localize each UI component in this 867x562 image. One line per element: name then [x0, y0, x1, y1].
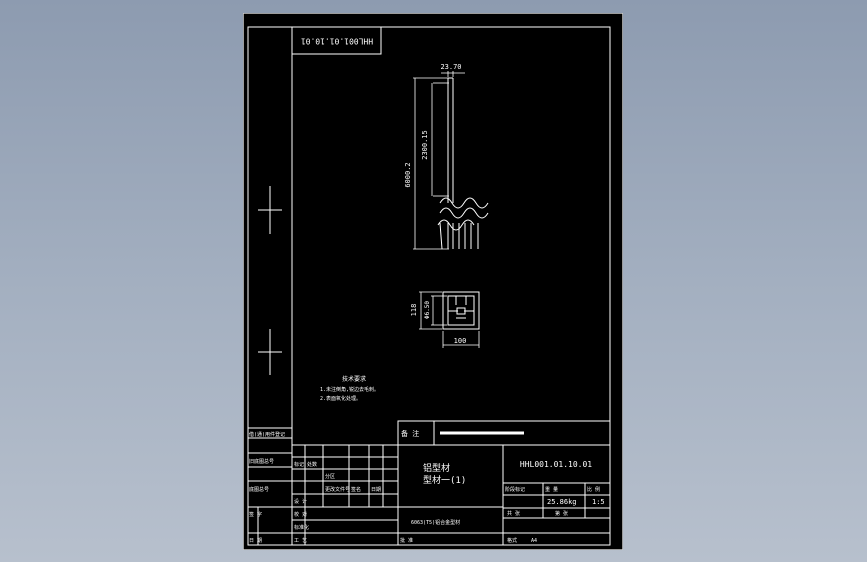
dimension-lines-long [413, 71, 465, 250]
rotated-part-code: HHL001.01.10.01 [301, 37, 373, 46]
approve-label: 批 准 [400, 537, 413, 544]
tech-note-1: 1.未注倒角,锐边去毛刺。 [320, 386, 379, 393]
stage-label: 阶段标记 [505, 486, 525, 493]
division-label: 分区 [325, 473, 335, 480]
sheet-inner-frame [247, 26, 611, 546]
part-name-line1: 铝型材 [423, 462, 450, 474]
code-box [291, 26, 382, 55]
count-label: 处数 [307, 461, 317, 468]
material: 6063(T5)铝合金型材 [411, 519, 460, 526]
scale-label: 比 例 [587, 486, 600, 493]
change-doc-label: 更改文件号 [325, 486, 350, 493]
registration-cross-bottom [258, 329, 282, 375]
side-box-1: 借(通)用件登记 [249, 431, 285, 438]
mark-label: 标记 [294, 461, 304, 468]
std-label: 标准化 [294, 524, 309, 531]
check-label: 校 对 [294, 511, 307, 518]
tech-note-2: 2.表面氧化处理。 [320, 395, 361, 402]
format-label: 格式 [507, 537, 517, 544]
dim-profile-width: 23.70 [440, 63, 461, 71]
part-name-line2: 型材一(1) [423, 474, 466, 486]
sheet-no: 第 张 [555, 510, 568, 517]
registration-cross-top [258, 186, 282, 234]
format-value: A4 [531, 538, 537, 544]
process-label: 工 艺 [294, 538, 307, 544]
mass-value: 25.86kg [547, 498, 577, 506]
sheet-outer-border [243, 13, 623, 550]
side-box-3: 底图总号 [249, 486, 269, 493]
side-box-5: 日 期 [249, 538, 262, 544]
tech-notes-title: 技术要求 [342, 375, 366, 383]
profile-cross-section [442, 291, 480, 330]
scale-value: 1:5 [592, 498, 605, 506]
sheet-total: 共 张 [507, 510, 520, 517]
profile-long-view [437, 77, 489, 250]
weight-label: 重 量 [545, 486, 558, 493]
part-code: HHL001.01.10.01 [520, 460, 592, 469]
dim-partial-length: 2300.15 [421, 130, 429, 160]
dim-total-length: 6000.2 [404, 162, 412, 187]
remark-label: 备 注 [401, 429, 419, 438]
dim-section-width: 100 [454, 337, 467, 345]
dimension-lines-section [419, 291, 480, 348]
date-label: 日期 [371, 487, 381, 493]
side-box-2: 旧底图总号 [249, 458, 274, 465]
title-block [292, 420, 611, 545]
side-box-4: 签 字 [249, 511, 262, 518]
drawing-sheet: HHL001.01.10.01 23.70 2300.15 6000.2 [243, 13, 623, 550]
dim-section-height: 118 [410, 304, 418, 317]
side-record-boxes [248, 427, 292, 545]
dim-section-inner: Φ6.50 [424, 301, 431, 319]
sign-label: 签名 [351, 486, 361, 493]
design-label: 设 计 [294, 498, 307, 505]
